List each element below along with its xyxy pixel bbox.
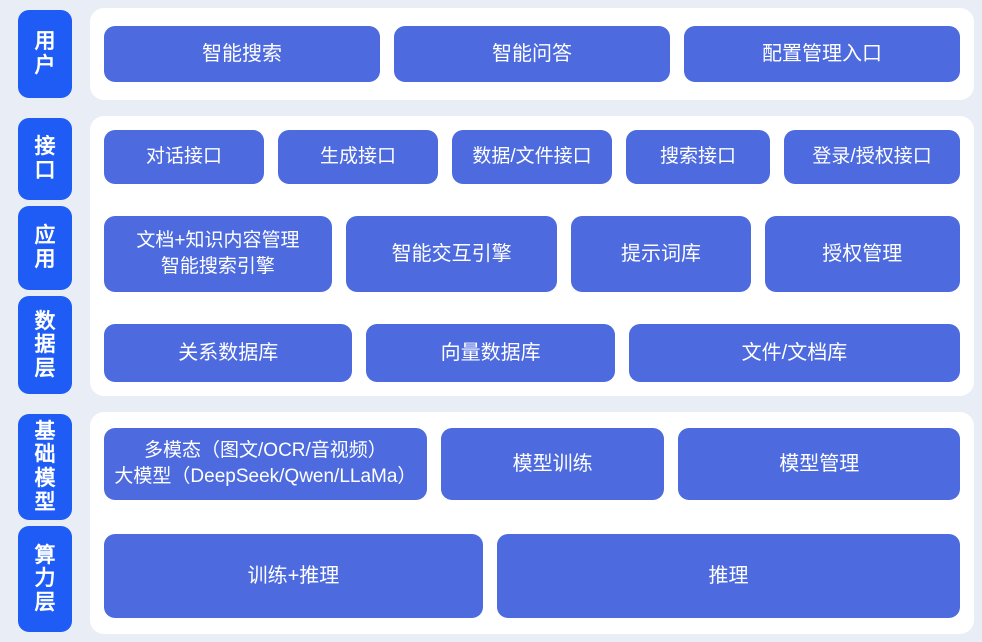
layer-tab-data[interactable]: 数据层 xyxy=(18,296,72,394)
card-training-plus-inference[interactable]: 训练+推理 xyxy=(104,534,483,618)
card-config-management-entry[interactable]: 配置管理入口 xyxy=(684,26,960,82)
card-model-management[interactable]: 模型管理 xyxy=(678,428,960,500)
card-search-api[interactable]: 搜索接口 xyxy=(626,130,771,184)
card-inference[interactable]: 推理 xyxy=(496,534,960,618)
card-file-document-store[interactable]: 文件/文档库 xyxy=(628,324,960,382)
layer-tab-compute-label: 算力层 xyxy=(34,543,56,614)
layer-tab-application-label: 应用 xyxy=(34,224,56,271)
card-dialog-api[interactable]: 对话接口 xyxy=(104,130,264,184)
card-authorization-management[interactable]: 授权管理 xyxy=(764,216,960,292)
layer-tab-interface[interactable]: 接口 xyxy=(18,118,72,200)
row-data: 关系数据库 向量数据库 文件/文档库 xyxy=(104,324,960,382)
card-intelligent-qa[interactable]: 智能问答 xyxy=(394,26,670,82)
layer-tab-data-label: 数据层 xyxy=(34,309,56,380)
card-model-training[interactable]: 模型训练 xyxy=(440,428,665,500)
card-generation-api[interactable]: 生成接口 xyxy=(278,130,438,184)
layer-tab-user-label: 用户 xyxy=(34,30,56,77)
card-document-knowledge-management[interactable]: 文档+知识内容管理 智能搜索引擎 xyxy=(104,216,332,292)
layer-tab-foundation-model-label: 基础模型 xyxy=(34,419,56,514)
tab-rail-application: 接口 应用 数据层 xyxy=(0,116,72,396)
panel-infrastructure: 多模态（图文/OCR/音视频） 大模型（DeepSeek/Qwen/LLaMa）… xyxy=(90,412,974,634)
band-user: 用户 智能搜索 智能问答 配置管理入口 xyxy=(0,8,982,100)
row-application: 文档+知识内容管理 智能搜索引擎 智能交互引擎 提示词库 授权管理 xyxy=(104,216,960,292)
layer-tab-interface-label: 接口 xyxy=(34,135,56,182)
tab-rail-user: 用户 xyxy=(0,8,72,100)
row-user-entries: 智能搜索 智能问答 配置管理入口 xyxy=(104,26,960,82)
card-prompt-library[interactable]: 提示词库 xyxy=(571,216,751,292)
card-intelligent-interaction-engine[interactable]: 智能交互引擎 xyxy=(345,216,558,292)
row-foundation-model: 多模态（图文/OCR/音视频） 大模型（DeepSeek/Qwen/LLaMa）… xyxy=(104,428,960,500)
band-application: 接口 应用 数据层 对话接口 生成接口 数据/文件接口 搜索接口 登录/授权接口… xyxy=(0,116,982,396)
band-infrastructure: 基础模型 算力层 多模态（图文/OCR/音视频） 大模型（DeepSeek/Qw… xyxy=(0,412,982,634)
card-multimodal-large-model[interactable]: 多模态（图文/OCR/音视频） 大模型（DeepSeek/Qwen/LLaMa） xyxy=(104,428,427,500)
card-data-file-api[interactable]: 数据/文件接口 xyxy=(452,130,612,184)
card-login-auth-api[interactable]: 登录/授权接口 xyxy=(784,130,961,184)
layer-tab-application[interactable]: 应用 xyxy=(18,206,72,290)
tab-rail-infrastructure: 基础模型 算力层 xyxy=(0,412,72,634)
card-relational-database[interactable]: 关系数据库 xyxy=(104,324,353,382)
layer-tab-user[interactable]: 用户 xyxy=(18,10,72,98)
card-vector-database[interactable]: 向量数据库 xyxy=(366,324,615,382)
row-interface: 对话接口 生成接口 数据/文件接口 搜索接口 登录/授权接口 xyxy=(104,130,961,184)
card-intelligent-search[interactable]: 智能搜索 xyxy=(104,26,380,82)
layer-tab-compute[interactable]: 算力层 xyxy=(18,526,72,632)
panel-user: 智能搜索 智能问答 配置管理入口 xyxy=(90,8,974,100)
panel-application: 对话接口 生成接口 数据/文件接口 搜索接口 登录/授权接口 文档+知识内容管理… xyxy=(90,116,974,396)
row-compute: 训练+推理 推理 xyxy=(104,534,960,618)
layer-tab-foundation-model[interactable]: 基础模型 xyxy=(18,414,72,520)
